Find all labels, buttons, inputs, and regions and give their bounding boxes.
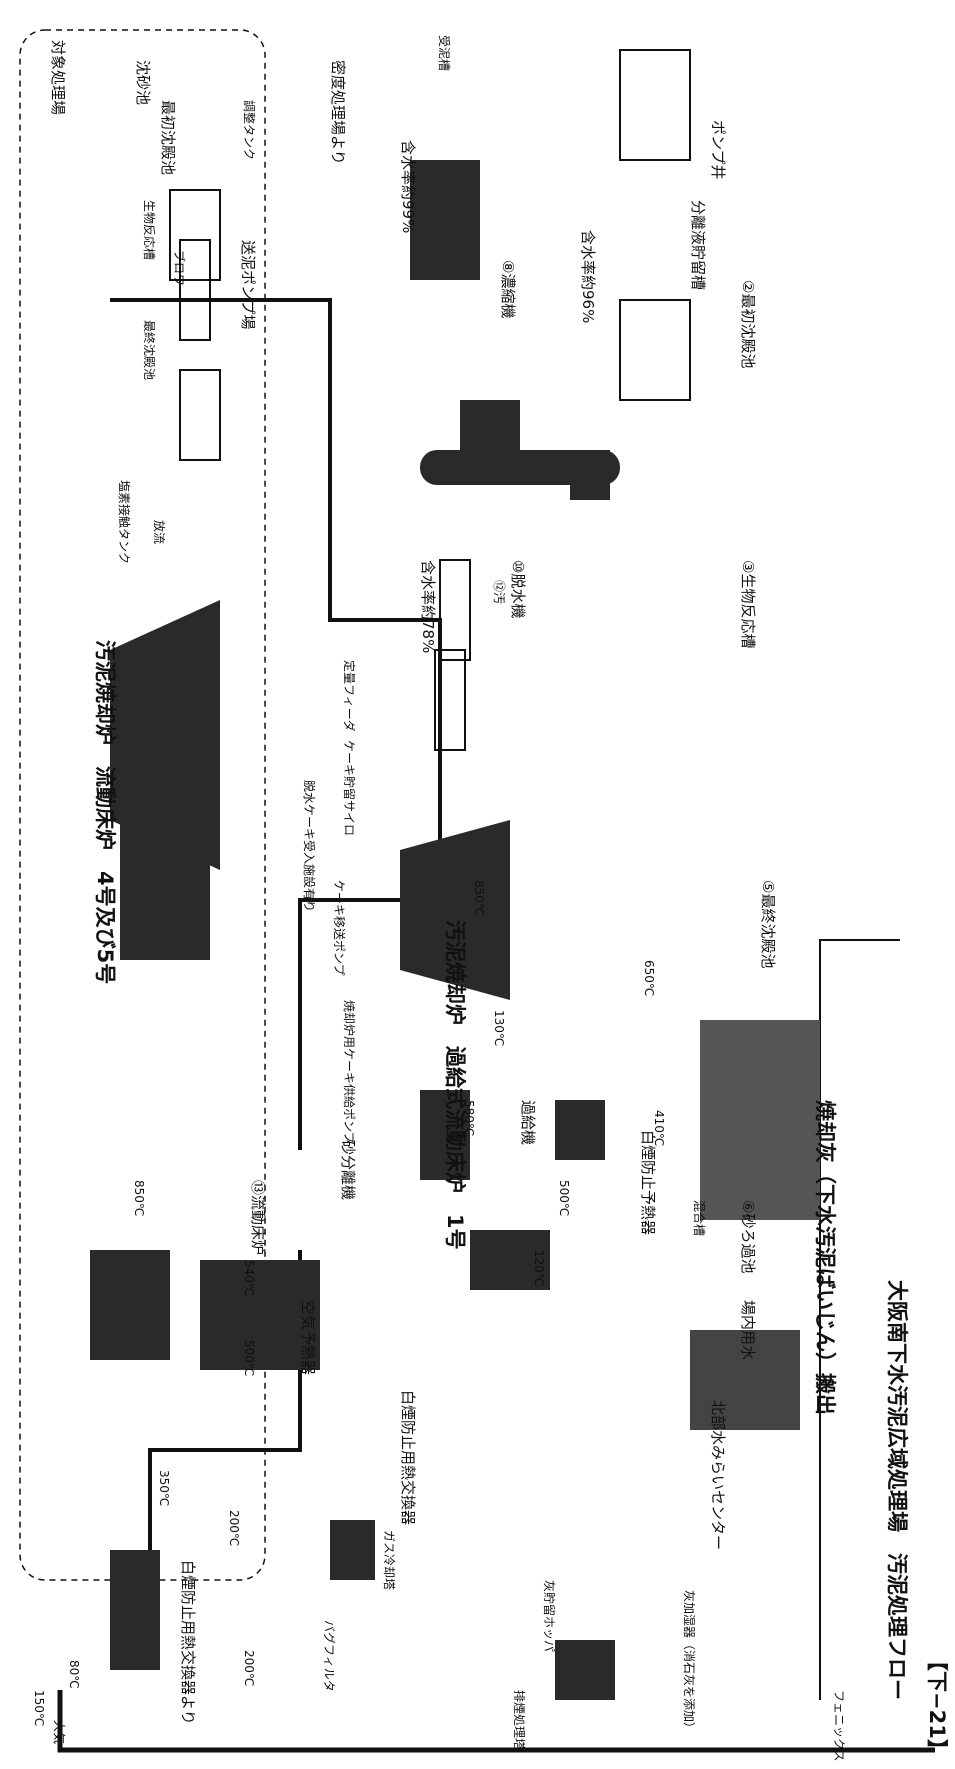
sand-basin-block	[110, 1550, 160, 1670]
sand-basin-label: 沈砂池	[134, 60, 152, 106]
incin-pump-label: 焼却炉用ケーキ供給ポンプ	[342, 1000, 356, 1144]
white-smoke-hx2-label: 白煙防止用熱交換器より	[179, 1560, 197, 1725]
temp-label-9: 120℃	[532, 1250, 546, 1287]
temp-label-10: 500℃	[557, 1180, 571, 1217]
section-alt-incinerator: 汚泥焼却炉 過給式流動床炉 1号	[443, 920, 467, 1250]
dewater-label: ⑩脱水機	[509, 560, 527, 619]
ash-hopper-b	[410, 160, 480, 220]
temp-label-2: 80℃	[67, 1660, 81, 1689]
truck-a	[619, 49, 691, 161]
first-settle2-block	[690, 1330, 800, 1430]
first-settle2-label: ②最初沈殿池	[739, 280, 757, 369]
water-78-label: 含水率約78%	[419, 560, 437, 654]
air-preheat-alt	[439, 559, 471, 661]
temp-label-13: 130℃	[492, 1010, 506, 1047]
temp-label-5: 200℃	[227, 1510, 241, 1547]
fluid-bed-furnace-main	[110, 600, 220, 870]
sludge-main-line	[57, 1690, 935, 1753]
sep-storage-label: 分離液貯留槽	[689, 200, 707, 291]
temp-label-7: 540℃	[242, 1260, 256, 1297]
cake-silo-label: ケーキ貯留サイロ	[342, 740, 356, 837]
sep-storage-block	[555, 1640, 615, 1700]
temp-label-1: 150℃	[32, 1690, 46, 1727]
cake-receive-label: 脱水ケーキ受入施設有り	[302, 780, 316, 913]
gas-cooler-main	[179, 239, 211, 341]
truck-b	[619, 299, 691, 401]
return-line	[819, 939, 900, 1700]
gas-cooler-label: ガス冷却塔	[382, 1530, 396, 1591]
bag-filter-label: バグフィルタ	[322, 1620, 336, 1692]
bag-filter-main	[169, 189, 221, 281]
fluid-bed-label: ⑬流動床炉	[249, 1180, 267, 1256]
temp-label-3: 200℃	[242, 1650, 256, 1687]
atmosphere-label: 大気	[52, 1720, 66, 1745]
sand-filter-label: ⑥砂ろ過池	[739, 1200, 757, 1274]
exhaust-tower-label: 排煙処理塔	[512, 1690, 526, 1751]
thickener-label: ⑧濃縮機	[499, 260, 517, 319]
from-dense-label: 密度処理場より	[329, 60, 347, 165]
white-smoke-hx-label: 白煙防止用熱交換器	[399, 1390, 417, 1526]
diagram-title: 大阪南下水汚泥広域処理場 汚泥処理フロー	[885, 1280, 909, 1700]
cake-line	[110, 298, 442, 960]
exhaust-tower-alt-top	[570, 450, 610, 500]
air-preheat-label: 空気予熱器	[299, 1300, 317, 1376]
temp-label-4: 350℃	[157, 1470, 171, 1507]
north-center-label: 北部水みらいセンター	[709, 1400, 727, 1551]
section-ash-export: 焼却灰（下水汚泥ばいじん）搬出	[813, 1100, 837, 1415]
temp-label-11: 580℃	[462, 1100, 476, 1137]
chlorine-label: 塩素接触タンク	[117, 480, 131, 565]
cake-pump-label: ケーキ移送ポンプ	[332, 880, 346, 976]
bio-reaction-block	[700, 1020, 820, 1220]
discharge-label: 放流	[152, 520, 166, 545]
thickener-block	[470, 1230, 550, 1290]
final-settle2-label: ⑤最終沈殿池	[759, 880, 777, 969]
mix-tank-label: 混合槽	[692, 1200, 706, 1237]
sand-sep-label: 砂分離機	[339, 1140, 357, 1201]
ash-hopper-a	[410, 220, 480, 280]
pump-well-label: ポンプ井	[709, 120, 727, 180]
bio-reaction2-label: ③生物反応槽	[739, 560, 757, 649]
ash-hopper-label: 灰貯留ホッパ	[542, 1580, 556, 1653]
smelter-label: ⑫汚	[492, 580, 506, 605]
in-plant-water-label: 場内用水	[739, 1300, 757, 1361]
doc-id-label: 【下−21】	[925, 1650, 949, 1760]
dewater-block	[420, 1090, 470, 1180]
air-preheat-main	[179, 369, 221, 461]
final-settle-label: 最終沈殿池	[142, 320, 156, 381]
temp-label-14: 850℃	[472, 880, 486, 917]
subject-plant-label: 対象処理場	[49, 40, 67, 116]
bag-filter-alt	[434, 649, 466, 751]
phoenix-label: フェニックス	[832, 1690, 846, 1762]
blower-label: ブロワー	[172, 250, 186, 299]
receive-tank-block	[330, 1520, 375, 1580]
temp-label-12: 410℃	[652, 1110, 666, 1147]
sludge-pump-block	[200, 1260, 320, 1370]
wash-tank-block	[555, 1100, 605, 1160]
supercharger-label: 過給機	[519, 1100, 537, 1146]
first-settle-label: 最初沈殿池	[159, 100, 177, 176]
water-96-label: 含水率約96%	[579, 230, 597, 324]
bio-tank-label: 生物反応槽	[142, 200, 156, 261]
receive-tank-label: 受泥槽	[437, 35, 451, 72]
water-99-label: 含水率約99%	[399, 140, 417, 234]
section-main-incinerator: 汚泥焼却炉 流動床炉 4号及び5号	[93, 640, 117, 985]
temp-label-6: 500℃	[242, 1340, 256, 1377]
adjust-tank-label: 調整タンク	[242, 100, 256, 161]
sludge-pump-label: 送泥ポンプ場	[239, 240, 257, 330]
temp-label-15: 650℃	[642, 960, 656, 997]
fluid-bed-furnace-alt	[400, 820, 510, 1000]
first-settle-block	[90, 1250, 170, 1360]
ash-hopper-c	[460, 400, 520, 470]
cyclone-label: 定量フィーダ	[342, 660, 356, 732]
temp-label-8: 850℃	[132, 1180, 146, 1217]
ash-mixer-label: 灰加湿器（消石灰を添加）	[682, 1590, 696, 1735]
